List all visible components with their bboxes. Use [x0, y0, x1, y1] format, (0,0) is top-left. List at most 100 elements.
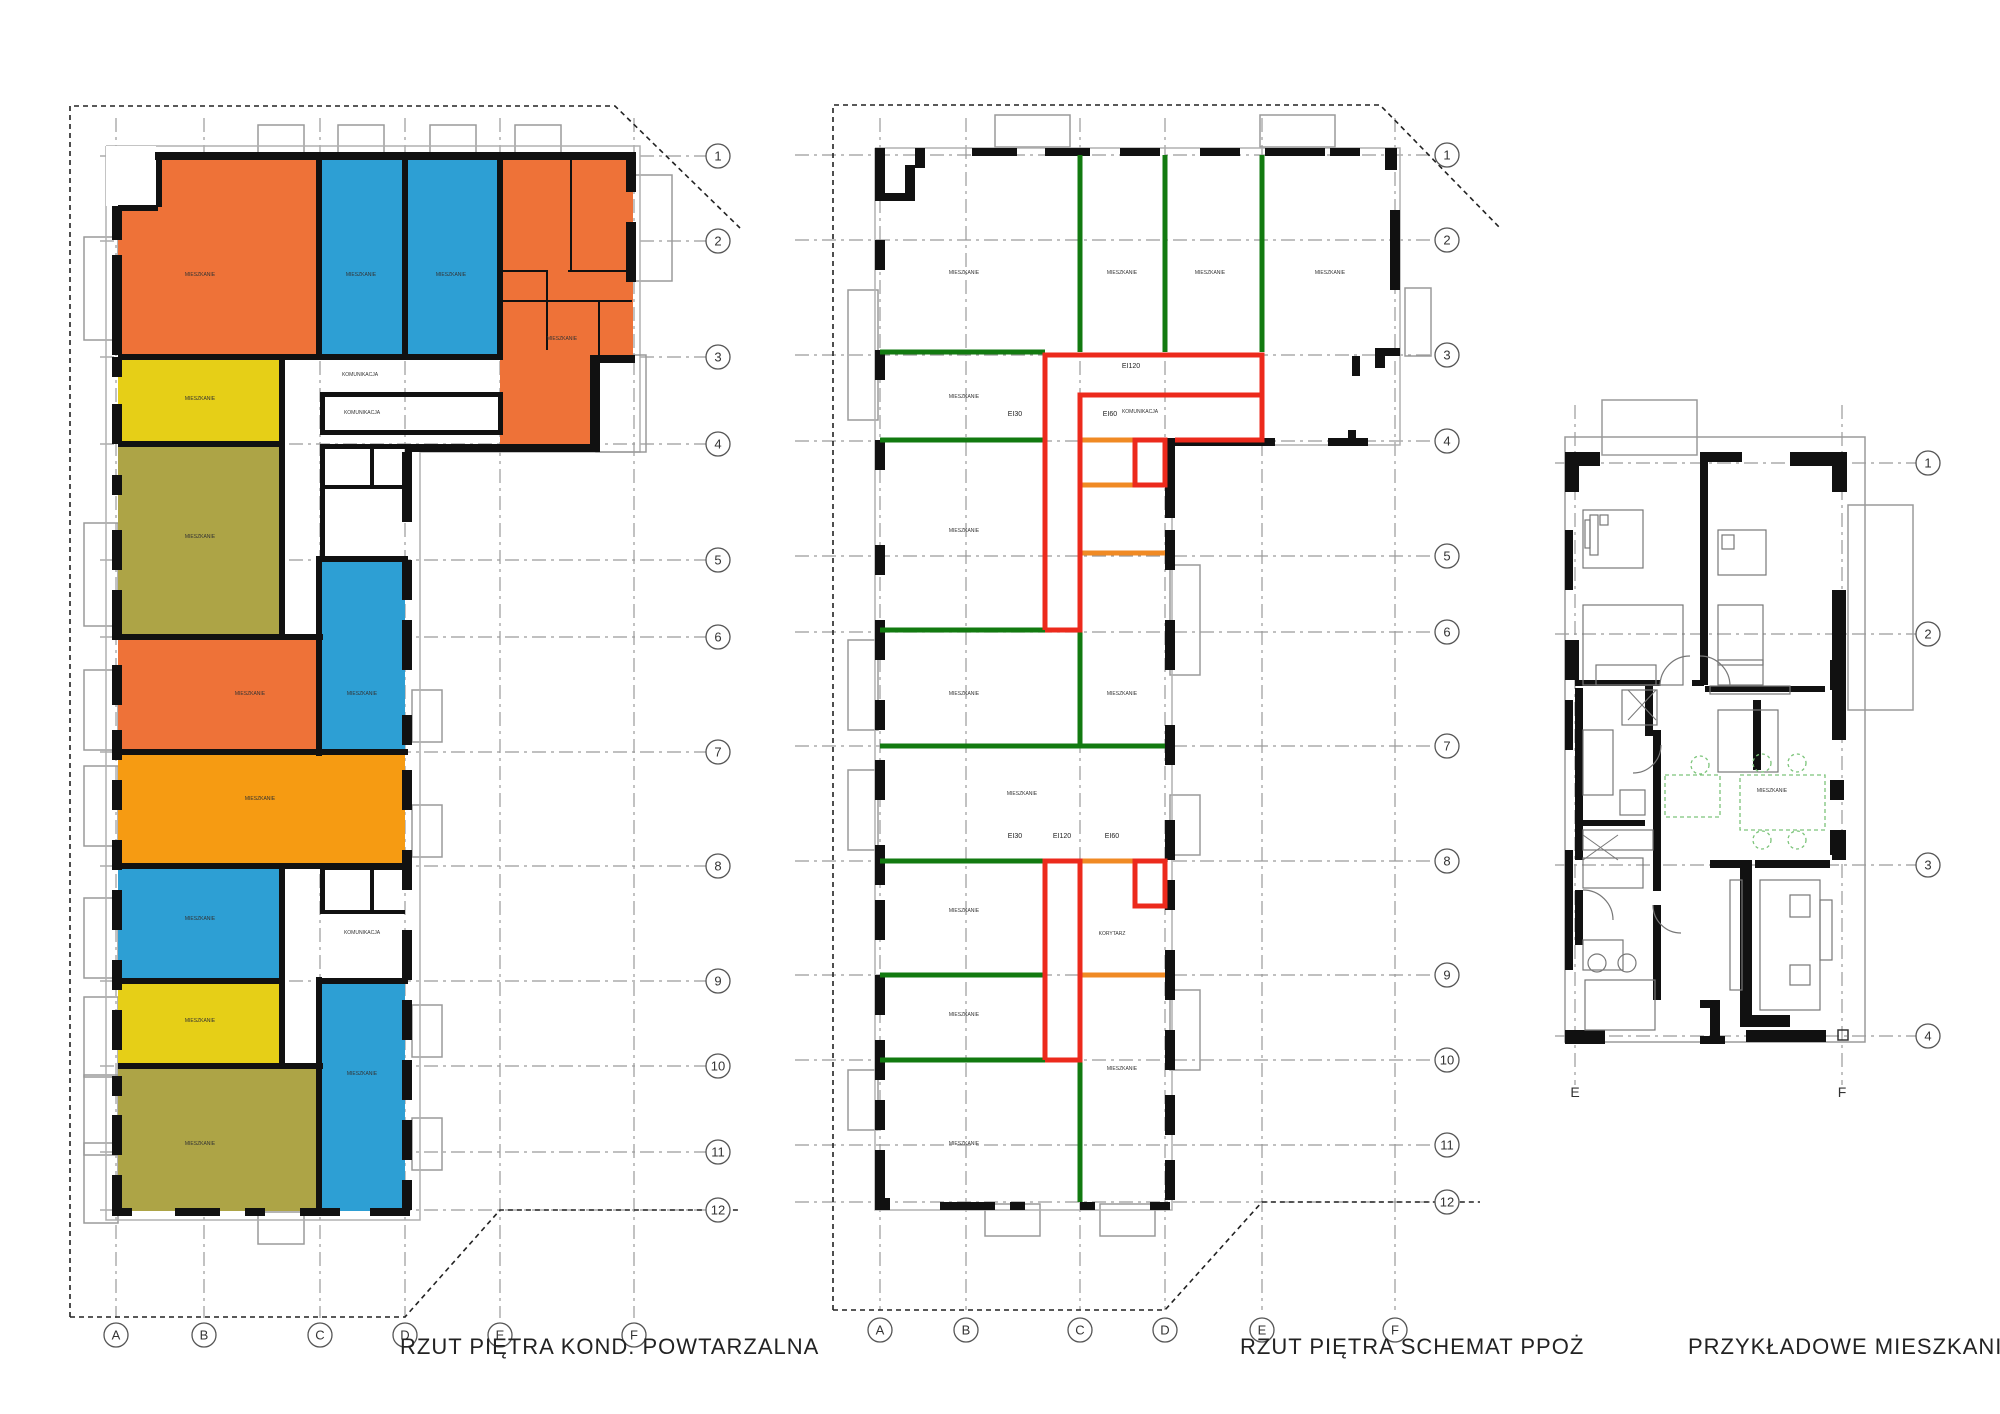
apartment-fill — [118, 1066, 318, 1211]
axis-bubble-D-circle — [392, 1322, 418, 1348]
room-label: MIESZKANIE — [185, 272, 216, 278]
row-bubble-4-circle — [705, 431, 731, 457]
exterior-wall — [402, 1120, 412, 1160]
exterior-wall — [1375, 348, 1385, 368]
exterior-wall — [1165, 530, 1175, 570]
wall-segment — [1830, 830, 1844, 855]
row-bubble-2-circle — [705, 228, 731, 254]
partition-wall — [316, 556, 322, 756]
furniture-outline — [1582, 604, 1684, 686]
row-bubble-9-label: 9 — [714, 974, 721, 989]
exterior-wall — [1080, 1202, 1095, 1210]
row-bubble-8-label: 8 — [1443, 854, 1450, 869]
chair-circle — [1752, 753, 1772, 773]
exterior-wall — [875, 193, 915, 201]
partition-wall — [320, 444, 325, 559]
plot-boundary-top — [69, 105, 741, 1317]
row-bubble-12-circle — [705, 1197, 731, 1223]
furniture-outline — [1582, 729, 1614, 796]
room-label: MIESZKANIE — [346, 272, 377, 278]
apartment-fill — [118, 637, 318, 752]
exterior-wall — [402, 1180, 412, 1210]
row-bubble-5-circle — [705, 547, 731, 573]
room-label: MIESZKANIE — [1007, 791, 1038, 797]
axis-bubble-B-circle — [953, 1317, 979, 1343]
wall-segment — [1575, 820, 1583, 860]
fire-wall-ei120-corridor-end — [1175, 395, 1265, 443]
room-label: MIESZKANIE — [949, 270, 980, 276]
exterior-wall — [112, 206, 122, 240]
exterior-wall — [875, 760, 885, 800]
exterior-wall — [112, 1010, 122, 1050]
interior-wall — [546, 300, 632, 302]
exterior-wall — [875, 545, 885, 575]
exterior-wall — [402, 930, 412, 980]
row-bubble-2-label: 2 — [1924, 627, 1931, 642]
exterior-wall — [626, 222, 636, 282]
row-bubble-8-label: 8 — [714, 859, 721, 874]
wall-segment — [1830, 660, 1844, 690]
exterior-wall — [112, 665, 122, 705]
apartment-fill — [118, 752, 405, 866]
exterior-wall — [112, 404, 122, 444]
exterior-wall — [1165, 1160, 1175, 1200]
apartment-fill — [118, 866, 282, 981]
apartment-fill — [500, 155, 633, 355]
room-label: KOMUNIKACJA — [342, 372, 379, 378]
partition-wall — [320, 866, 405, 870]
row-bubble-2-label: 2 — [714, 234, 721, 249]
exterior-wall — [1165, 620, 1175, 670]
axis-bubble-A-label: A — [876, 1323, 885, 1338]
exterior-wall — [626, 152, 636, 192]
room-label: MIESZKANIE — [185, 396, 216, 402]
wall-segment — [1565, 640, 1579, 680]
furniture-outline — [1595, 664, 1657, 686]
partition-wall — [118, 978, 283, 984]
furniture-outline — [1819, 899, 1833, 961]
fire-rating-label: EI120 — [1122, 363, 1140, 370]
axis-bubble-C-label: C — [1075, 1323, 1084, 1338]
balcony-outline — [1601, 399, 1698, 456]
exterior-wall — [1165, 950, 1175, 1000]
axis-bubble-A-circle — [103, 1322, 129, 1348]
furniture-outline — [1599, 514, 1609, 526]
door-swing — [1632, 744, 1662, 774]
furniture-outline — [1582, 939, 1624, 971]
room-label: MIESZKANIE — [185, 1141, 216, 1147]
row-bubble-3-circle — [705, 344, 731, 370]
furniture-outline — [1582, 857, 1644, 889]
exterior-wall — [112, 780, 122, 810]
exterior-wall — [972, 148, 1017, 156]
wall-segment — [1832, 452, 1847, 492]
exterior-wall — [1348, 430, 1356, 445]
caption-fire-scheme: RZUT PIĘTRA SCHEMAT PPOŻ — [1240, 1334, 1585, 1359]
terrace-outline — [595, 354, 647, 453]
wall-segment — [1565, 1030, 1605, 1044]
exterior-wall — [245, 1208, 265, 1216]
room-label: KORYTARZ — [1099, 931, 1126, 937]
exterior-wall — [112, 840, 122, 870]
exterior-wall — [1165, 880, 1175, 910]
axis-bubble-C-circle — [1067, 1317, 1093, 1343]
axis-bubble-E-label: E — [496, 1328, 505, 1343]
partition-wall — [320, 444, 405, 449]
exterior-wall — [1330, 148, 1360, 156]
exterior-wall — [1328, 438, 1368, 446]
exterior-wall — [405, 152, 500, 160]
wall-segment — [1692, 680, 1704, 686]
balcony-outline — [631, 174, 673, 282]
row-bubble-5-label: 5 — [714, 553, 721, 568]
exterior-wall — [875, 620, 885, 660]
row-bubble-8-circle — [705, 853, 731, 879]
room-label: KOMUNIKACJA — [1122, 409, 1159, 415]
exterior-wall — [112, 255, 122, 355]
balcony-outline — [847, 639, 879, 731]
partition-wall — [402, 155, 408, 357]
exterior-wall — [1385, 348, 1400, 356]
row-bubble-9-circle — [705, 968, 731, 994]
partition-wall — [118, 634, 323, 640]
caption-sample-apartment: PRZYKŁADOWE MIESZKANIE — [1688, 1334, 2000, 1359]
exterior-wall — [402, 850, 412, 890]
